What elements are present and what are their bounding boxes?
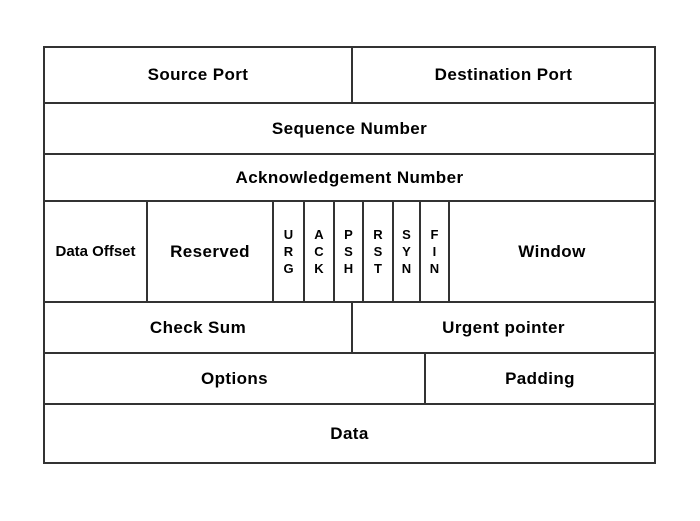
options-field: Options [200, 368, 268, 388]
row-ports: Source Port Destination Port [45, 48, 654, 102]
source-port-field: Source Port [147, 65, 249, 84]
tcp-header-diagram: Source Port Destination Port Sequence Nu… [43, 46, 656, 464]
window-field: Window [448, 202, 654, 301]
row-data: Data [45, 403, 654, 462]
check-sum-field: Check Sum [149, 317, 247, 337]
rst-flag-field: R S T [362, 202, 392, 301]
row-checksum: Check Sum Urgent pointer [45, 301, 654, 352]
row-flags: Data Offset Reserved U R G A C K P S H R… [45, 200, 654, 301]
data-offset-field: Data Offset [55, 243, 136, 260]
row-sequence-number: Sequence Number [45, 102, 654, 153]
padding-field: Padding [424, 354, 654, 403]
sequence-number-field: Sequence Number [271, 118, 428, 138]
row-acknowledgement-number: Acknowledgement Number [45, 153, 654, 200]
fin-flag-field: F I N [419, 202, 448, 301]
urgent-pointer-field: Urgent pointer [351, 303, 654, 352]
destination-port-field: Destination Port [351, 48, 654, 102]
data-field: Data [330, 423, 369, 443]
reserved-field: Reserved [146, 202, 272, 301]
acknowledgement-number-field: Acknowledgement Number [235, 167, 464, 187]
psh-flag-field: P S H [333, 202, 362, 301]
ack-flag-field: A C K [303, 202, 333, 301]
row-options: Options Padding [45, 352, 654, 403]
urg-flag-field: U R G [272, 202, 303, 301]
syn-flag-field: S Y N [392, 202, 419, 301]
